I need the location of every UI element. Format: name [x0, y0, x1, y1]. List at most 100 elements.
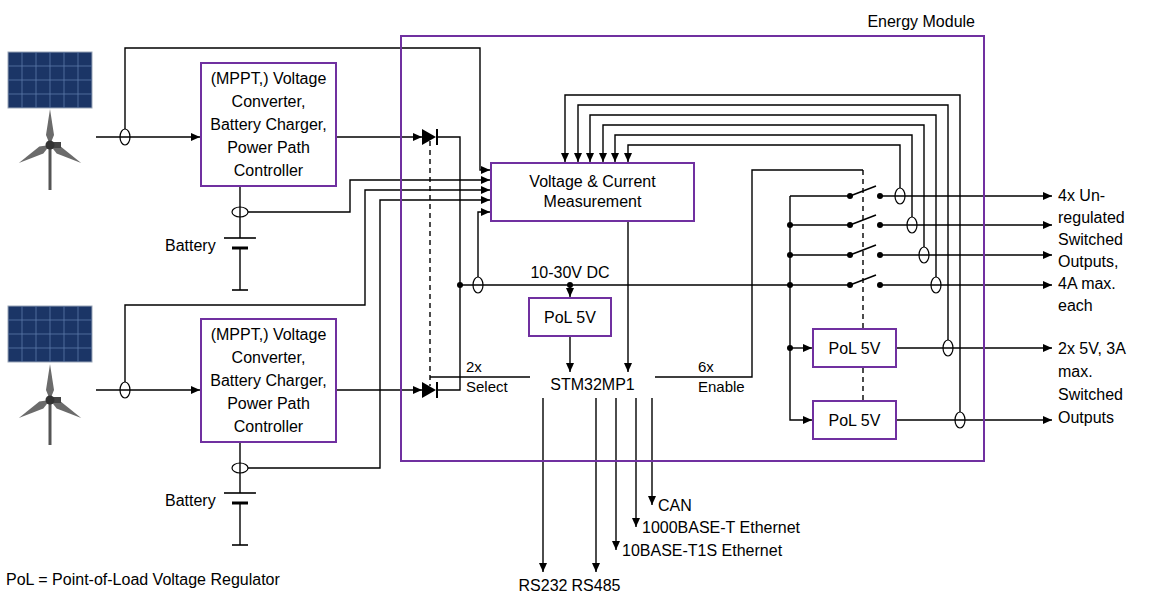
signal-label: 6x Enable [698, 357, 750, 397]
current-sensor [232, 207, 248, 217]
box-text: Voltage & Current Measurement [498, 172, 687, 212]
arrow-head [624, 153, 632, 162]
arrow-head [648, 496, 656, 505]
wire [239, 185, 240, 238]
arrow-head [624, 363, 632, 372]
wire [880, 224, 1052, 225]
interface-label: 10BASE-T1S Ethernet [622, 541, 782, 561]
current-sensor [931, 277, 941, 293]
regulator-box: PoL 5V [528, 297, 612, 337]
note-text: PoL = Point-of-Load Voltage Regulator [6, 570, 280, 590]
arrow-head [612, 541, 620, 550]
interface-label: CAN [658, 496, 692, 516]
turbine-hub [46, 141, 55, 150]
wire [880, 254, 1052, 255]
current-sensor [473, 277, 483, 293]
wire [897, 347, 1052, 348]
wire [96, 389, 200, 390]
arrow-head [574, 153, 582, 162]
voltage-label: 10-30V DC [530, 263, 609, 283]
linkage-dashed [429, 141, 430, 386]
wire [790, 224, 850, 225]
wire [790, 284, 850, 285]
panel-grid [8, 348, 92, 349]
arrow-head [481, 176, 490, 184]
current-sensor [943, 340, 953, 356]
solar-panel [8, 52, 92, 108]
wire [430, 376, 530, 377]
wire [239, 443, 240, 493]
arrow-head [1043, 251, 1052, 259]
wire [790, 196, 812, 420]
panel-grid [8, 320, 92, 321]
wire [437, 137, 460, 390]
ground-symbol [232, 544, 248, 546]
connector-line [627, 222, 628, 372]
component-label: Battery [165, 491, 216, 511]
arrow-head [1043, 221, 1052, 229]
battery-plate [224, 237, 256, 239]
ground-symbol [232, 289, 248, 291]
wire [337, 136, 422, 137]
wire [790, 195, 850, 196]
wire [460, 284, 790, 285]
arrow-head [191, 386, 200, 394]
current-sensor [919, 247, 929, 263]
turbine-pole [49, 149, 52, 190]
wire [239, 248, 240, 290]
wire [880, 195, 1052, 196]
arrow-head [1043, 344, 1052, 352]
arrow-head [561, 153, 569, 162]
regulator-box: PoL 5V [812, 328, 897, 368]
wire [790, 254, 850, 255]
solar-panel [8, 306, 92, 362]
wire [615, 398, 616, 550]
wire [96, 136, 200, 137]
turbine-blade [46, 364, 54, 400]
turbine-blade [19, 400, 50, 418]
panel-grid [8, 334, 92, 335]
wire [897, 419, 1052, 420]
current-sensor [120, 129, 130, 145]
linkage-dashed [862, 170, 863, 328]
measurement-box: Voltage & Current Measurement [490, 162, 695, 222]
arrow-head [1043, 192, 1052, 200]
diode-symbol [422, 129, 436, 145]
turbine-hub [46, 396, 55, 405]
box-text: (MPPT,) Voltage Converter, Battery Charg… [208, 323, 329, 438]
diode-symbol [422, 382, 436, 398]
arrow-head [599, 153, 607, 162]
interface-label: 1000BASE-T Ethernet [642, 518, 800, 538]
current-sensor [955, 412, 965, 428]
arrow-head [611, 153, 619, 162]
arrow-head [481, 166, 490, 174]
battery-plate [224, 492, 256, 494]
module-frame: Energy ModuleVoltage & Current Measureme… [400, 35, 985, 462]
arrow-head [1043, 281, 1052, 289]
arrow-head [481, 208, 490, 216]
wire [478, 212, 490, 277]
component-label: Battery [165, 236, 216, 256]
arrow-head [632, 518, 640, 527]
output-label: 2x 5V, 3A max. Switched Outputs [1058, 337, 1126, 429]
wire [651, 398, 652, 505]
turbine-pole [49, 404, 52, 445]
current-sensor [895, 188, 905, 204]
current-sensor [232, 463, 248, 473]
panel-grid [8, 94, 92, 95]
converter-box: (MPPT,) Voltage Converter, Battery Charg… [200, 62, 337, 187]
panel-grid [8, 80, 92, 81]
regulator-box: PoL 5V [812, 400, 897, 440]
wire [880, 284, 1052, 285]
wire [578, 105, 948, 340]
controller-chip: STM32MP1 [530, 372, 655, 398]
arrow-head [481, 186, 490, 194]
wire [542, 398, 543, 572]
wire [635, 398, 636, 527]
box-text: PoL 5V [829, 409, 881, 432]
box-text: PoL 5V [829, 337, 881, 360]
arrow-head [481, 196, 490, 204]
connector [624, 222, 632, 372]
wire [239, 503, 240, 545]
linkage-dashed [862, 368, 863, 400]
